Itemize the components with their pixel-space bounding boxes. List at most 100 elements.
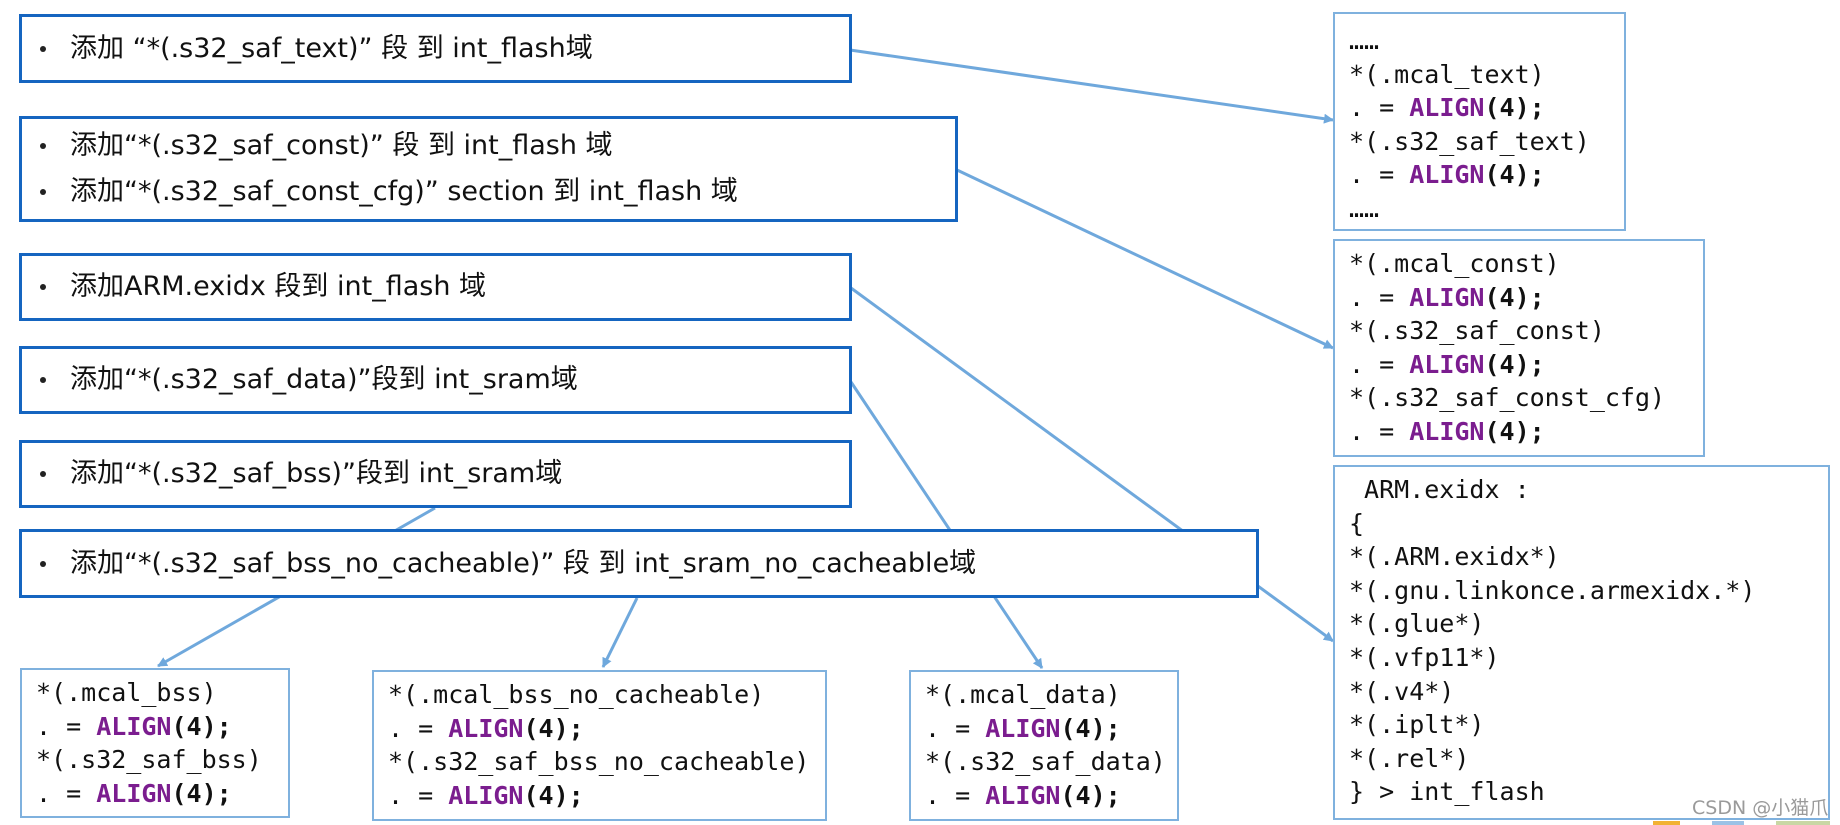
align-keyword: ALIGN — [1409, 416, 1485, 446]
align-prefix: . = — [388, 780, 449, 810]
align-statement: . = ALIGN(4); — [1349, 415, 1703, 449]
decorative-strip — [1712, 821, 1744, 825]
align-keyword: ALIGN — [448, 713, 524, 743]
align-keyword: ALIGN — [985, 780, 1061, 810]
bullet-icon — [40, 471, 46, 477]
align-prefix: . = — [388, 713, 449, 743]
note-s32-saf-bss-no-cacheable: 添加“*(.s32_saf_bss_no_cacheable)” 段 到 int… — [19, 529, 1259, 598]
note-item: 添加“*(.s32_saf_const_cfg)” section 到 int_… — [40, 169, 955, 215]
bullet-icon — [40, 284, 46, 290]
align-argument: (4); — [523, 713, 584, 743]
align-prefix: . = — [925, 713, 986, 743]
code-line: *(.glue*) — [1349, 609, 1485, 639]
align-argument: (4); — [1484, 282, 1545, 312]
code-line: *(.v4*) — [1349, 676, 1455, 706]
bullet-icon — [40, 189, 46, 195]
arrow-text-to-text-block — [849, 48, 1334, 124]
align-prefix: . = — [925, 780, 986, 810]
align-keyword: ALIGN — [96, 711, 172, 741]
align-argument: (4); — [1484, 93, 1545, 123]
align-keyword: ALIGN — [1409, 282, 1485, 312]
align-keyword: ALIGN — [448, 780, 524, 810]
code-block-data: *(.mcal_data). = ALIGN(4);*(.s32_saf_dat… — [909, 670, 1179, 821]
arrow-data-to-data-block — [849, 381, 1044, 669]
note-item: 添加“*(.s32_saf_const)” 段 到 int_flash 域 — [40, 123, 955, 169]
code-block-bss: *(.mcal_bss). = ALIGN(4);*(.s32_saf_bss)… — [20, 668, 290, 818]
align-keyword: ALIGN — [96, 778, 172, 808]
align-statement: . = ALIGN(4); — [388, 712, 825, 746]
align-prefix: . = — [1349, 160, 1410, 190]
align-statement: . = ALIGN(4); — [1349, 281, 1703, 315]
code-line: *(.rel*) — [1349, 743, 1470, 773]
note-item: 添加“*(.s32_saf_data)”段到 int_sram域 — [40, 357, 849, 403]
note-item: 添加“*(.s32_saf_bss_no_cacheable)” 段 到 int… — [40, 541, 1256, 587]
align-keyword: ALIGN — [985, 713, 1061, 743]
align-keyword: ALIGN — [1409, 160, 1485, 190]
align-argument: (4); — [1484, 349, 1545, 379]
align-statement: . = ALIGN(4); — [388, 779, 825, 813]
code-line: *(.gnu.linkonce.armexidx.*) — [1349, 575, 1756, 605]
bullet-icon — [40, 377, 46, 383]
align-prefix: . = — [1349, 93, 1410, 123]
align-prefix: . = — [36, 778, 97, 808]
align-prefix: . = — [36, 711, 97, 741]
align-argument: (4); — [171, 711, 232, 741]
bullet-icon — [40, 45, 46, 52]
align-keyword: ALIGN — [1409, 93, 1485, 123]
note-text: 添加 “*(.s32_saf_text)” 段 到 int_flash域 — [70, 32, 593, 64]
code-line: …… — [1349, 193, 1380, 223]
align-prefix: . = — [1349, 416, 1410, 446]
note-text: 添加“*(.s32_saf_const_cfg)” section 到 int_… — [70, 176, 738, 207]
code-line: …… — [1349, 26, 1380, 55]
align-statement: . = ALIGN(4); — [36, 777, 288, 811]
code-line: *(.s32_saf_const_cfg) — [1349, 383, 1666, 413]
align-argument: (4); — [1484, 160, 1545, 190]
code-line: *(.s32_saf_const) — [1349, 316, 1605, 346]
align-keyword: ALIGN — [1409, 349, 1485, 379]
align-prefix: . = — [1349, 349, 1410, 379]
align-statement: . = ALIGN(4); — [1349, 348, 1703, 382]
align-statement: . = ALIGN(4); — [1349, 158, 1624, 192]
note-s32-saf-data: 添加“*(.s32_saf_data)”段到 int_sram域 — [19, 346, 852, 414]
note-text: 添加“*(.s32_saf_bss)”段到 int_sram域 — [70, 458, 563, 489]
align-statement: . = ALIGN(4); — [1349, 91, 1624, 125]
bullet-icon — [40, 560, 46, 567]
decorative-strip — [1776, 821, 1830, 825]
code-block-text: ……*(.mcal_text). = ALIGN(4);*(.s32_saf_t… — [1333, 12, 1626, 231]
code-block-bss-no-cacheable: *(.mcal_bss_no_cacheable). = ALIGN(4);*(… — [372, 670, 827, 821]
align-prefix: . = — [1349, 282, 1410, 312]
note-arm-exidx: 添加ARM.exidx 段到 int_flash 域 — [19, 253, 852, 321]
code-line: *(.iplt*) — [1349, 710, 1485, 740]
code-line: *(.s32_saf_data) — [925, 747, 1166, 777]
note-text: 添加“*(.s32_saf_bss_no_cacheable)” 段 到 int… — [70, 547, 977, 579]
note-s32-saf-const: 添加“*(.s32_saf_const)” 段 到 int_flash 域 添加… — [19, 116, 958, 222]
code-line: *(.mcal_text) — [1349, 59, 1545, 89]
align-statement: . = ALIGN(4); — [925, 779, 1177, 813]
watermark: CSDN @小猫爪 — [1692, 797, 1829, 819]
align-argument: (4); — [523, 780, 584, 810]
note-text: 添加ARM.exidx 段到 int_flash 域 — [70, 271, 487, 302]
note-s32-saf-bss: 添加“*(.s32_saf_bss)”段到 int_sram域 — [19, 440, 852, 508]
note-item: 添加 “*(.s32_saf_text)” 段 到 int_flash域 — [40, 26, 849, 72]
code-line: { — [1349, 508, 1365, 538]
code-line: } > int_flash — [1349, 777, 1545, 807]
bullet-icon — [40, 143, 46, 149]
code-line: *(.mcal_const) — [1349, 249, 1560, 278]
code-line: ARM.exidx : — [1349, 475, 1530, 504]
code-line: *(.ARM.exidx*) — [1349, 542, 1560, 572]
code-block-exidx: ARM.exidx : { *(.ARM.exidx*)*(.gnu.linkonc… — [1333, 465, 1830, 820]
code-line: *(.mcal_data) — [925, 680, 1121, 709]
note-s32-saf-text: 添加 “*(.s32_saf_text)” 段 到 int_flash域 — [19, 14, 852, 83]
code-line: *(.mcal_bss) — [36, 678, 217, 707]
align-argument: (4); — [1060, 780, 1121, 810]
code-line: *(.mcal_bss_no_cacheable) — [388, 680, 765, 709]
code-block-const: *(.mcal_const). = ALIGN(4);*(.s32_saf_co… — [1333, 239, 1705, 457]
note-text: 添加“*(.s32_saf_data)”段到 int_sram域 — [70, 364, 578, 395]
note-item: 添加ARM.exidx 段到 int_flash 域 — [40, 264, 849, 310]
code-line: *(.s32_saf_bss) — [36, 745, 262, 775]
note-text: 添加“*(.s32_saf_const)” 段 到 int_flash 域 — [70, 130, 613, 161]
code-line: *(.s32_saf_bss_no_cacheable) — [388, 747, 810, 777]
align-argument: (4); — [171, 778, 232, 808]
code-line: *(.s32_saf_text) — [1349, 126, 1590, 156]
align-statement: . = ALIGN(4); — [925, 712, 1177, 746]
